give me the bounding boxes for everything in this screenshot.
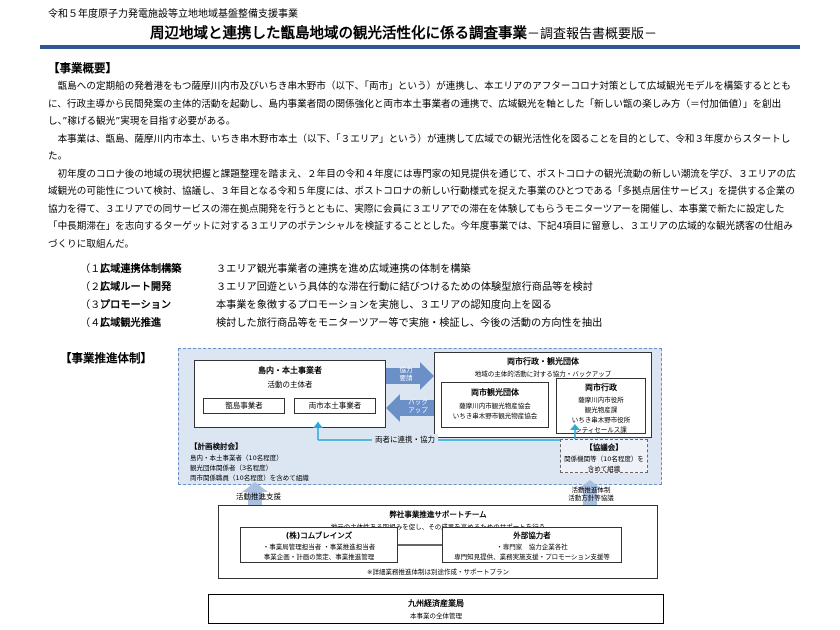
team-title: 弊社事業推進サポートチーム (389, 510, 487, 519)
overview-text: 甑島への定期船の発着港をもつ薩摩川内市及びいちき串木野市（以下、「両市」という）… (48, 78, 800, 253)
admin-title: 両市行政 (585, 383, 617, 392)
overview-paragraph: 本事業は、甑島、薩摩川内市本土、いちき串木野市本土（以下、「３エリア」という）が… (48, 133, 791, 163)
external-title: 外部協力者 (513, 531, 551, 540)
backup-label: バック アップ (408, 398, 428, 414)
item-name: プロモーション (100, 300, 172, 311)
team-note: ※詳細業務推進体制は別途作成・サポートプラン (367, 568, 509, 576)
structure-heading: 【事業推進体制】 (60, 351, 152, 365)
document-title: 周辺地域と連携した甑島地域の観光活性化に係る調査事業－調査報告書概要版－ (150, 22, 830, 43)
tourism-line: いちき串木野市観光物産協会 (452, 412, 538, 420)
support-left-label: 活動推進支援 (236, 492, 281, 501)
council-box: 【協議会】 関係機関等（10名程度）を 含めて組織 (560, 439, 648, 473)
mutual-label: 両者に連携・協力 (372, 434, 438, 445)
planning-line: 観光団体関係者（3名程度） (190, 464, 273, 472)
combrains-line: ・事業局管理担当者 ・事業推進担当者 (262, 543, 376, 551)
overview-paragraph: 初年度のコロナ後の地域の現状把握と課題整理を踏まえ、２年目の令和４年度には専門家… (48, 168, 796, 250)
support-right-label: 活動推進体制 活動方針等協議 (568, 486, 614, 502)
item-desc: ３エリア観光事業者の連携を進め広域連携の体制を構築 (216, 264, 471, 275)
item-desc: ３エリア回遊という具体的な滞在行動に結びつけるための体験型旅行商品等を検討 (216, 282, 593, 293)
request-arrow (386, 362, 434, 390)
item-number: （３） (80, 300, 111, 311)
planning-meeting: 【計画検討会】 島内・本土事業者（10名程度） 観光団体関係者（3名程度） 両市… (190, 441, 360, 482)
combrains-line: 事業企画・計画の策定、事業推進管理 (263, 553, 375, 561)
tourism-box: 両市観光団体 薩摩川内市観光物産協会 いちき串木野市観光物産協会 (441, 382, 549, 428)
planning-title: 【計画検討会】 (190, 442, 243, 451)
mainland-operators: 両市本土事業者 (294, 398, 376, 414)
item-row: （１）広域連携体制構築 ３エリア観光事業者の連携を進め広域連携の体制を構築 (80, 260, 471, 277)
title-text: 周辺地域と連携した甑島地域の観光活性化に係る調査事業 (150, 26, 527, 42)
operators-title: 島内・本土事業者 (258, 366, 322, 375)
item-name: 広域連携体制構築 (100, 264, 182, 275)
govt-group-subtitle: 地域の主体的活動に対する協力・バックアップ (474, 370, 612, 378)
item-row: （２）広域ルート開発 ３エリア回遊という具体的な滞在行動に結びつけるための体験型旅… (80, 278, 593, 295)
admin-line: 観光物産課 (584, 406, 618, 414)
team-subtitle: 地元の主体性ある取組みを促し、その成果を高めるためのサポートを行う (330, 523, 546, 531)
council-line: 含めて組織 (587, 465, 621, 473)
combrains-box: (株)コムブレインズ ・事業局管理担当者 ・事業推進担当者 事業企画・計画の策定… (240, 527, 398, 563)
admin-box: 両市行政 薩摩川内市役所 観光物産課 いちき串木野市役所 シティセールス課 (556, 378, 646, 434)
item-number: （１） (80, 264, 111, 275)
tourism-line: 薩摩川内市観光物産協会 (459, 402, 531, 410)
govt-group-title: 両市行政・観光団体 (507, 357, 579, 366)
council-title: 【協議会】 (585, 443, 623, 452)
program-name: 令和５年度原子力発電施設等立地地域基盤整備支援事業 (48, 9, 298, 20)
bureau-title: 九州経済産業局 (408, 599, 464, 608)
admin-line: シティセールス課 (575, 426, 627, 434)
header-rule (40, 45, 800, 49)
arrows-graphic (386, 362, 434, 422)
admin-line: 薩摩川内市役所 (578, 396, 624, 404)
support-arrow-left (242, 482, 268, 506)
external-box: 外部協力者 ・専門家 協力企業各社 専門知見提供、業務実施支援・プロモーション支… (442, 527, 622, 563)
tourism-title: 両市観光団体 (471, 388, 519, 397)
bureau-box: 九州経済産業局 本事業の全体管理 (208, 594, 664, 624)
backup-arrow (386, 394, 434, 422)
planning-line: 島内・本土事業者（10名程度） (190, 454, 283, 462)
overview-paragraph: 甑島への定期船の発着港をもつ薩摩川内市及びいちき串木野市（以下、「両市」という）… (48, 81, 791, 127)
item-desc: 検討した旅行商品等をモニターツアー等で実施・検証し、今後の活動の方向性を抽出 (216, 318, 603, 329)
external-line: 専門知見提供、業務実施支援・プロモーション支援等 (454, 553, 610, 561)
support-arrow-right (577, 480, 603, 506)
combrains-title: (株)コムブレインズ (285, 531, 353, 540)
admin-line: いちき串木野市役所 (571, 416, 631, 424)
bureau-subtitle: 本事業の全体管理 (410, 612, 462, 620)
item-number: （２） (80, 282, 111, 293)
council-line: 関係機関等（10名程度）を (564, 455, 644, 463)
title-subtitle: －調査報告書概要版－ (527, 27, 658, 42)
request-label: 協力 要請 (399, 366, 413, 382)
item-number: （４） (80, 318, 111, 329)
mutual-connector (313, 422, 580, 441)
operators-box: 島内・本土事業者 活動の主体者 (194, 360, 386, 428)
overview-heading: 【事業概要】 (48, 61, 117, 75)
item-name: 広域ルート開発 (100, 282, 172, 293)
team-connector (398, 544, 442, 546)
item-desc: 本事業を象徴するプロモーションを実施し、３エリアの認知度向上を図る (216, 300, 552, 311)
island-operators: 甑島事業者 (203, 398, 285, 414)
item-name: 広域観光推進 (100, 318, 162, 329)
planning-line: 両市関係職員（10名程度）を含めて組織 (190, 474, 309, 482)
item-row: （３）プロモーション 本事業を象徴するプロモーションを実施し、３エリアの認知度向上… (80, 296, 552, 313)
external-line: ・専門家 協力企業各社 (496, 543, 568, 551)
operators-subtitle: 活動の主体者 (267, 380, 313, 389)
item-row: （４）広域観光推進 検討した旅行商品等をモニターツアー等で実施・検証し、今後の活動… (80, 314, 602, 331)
